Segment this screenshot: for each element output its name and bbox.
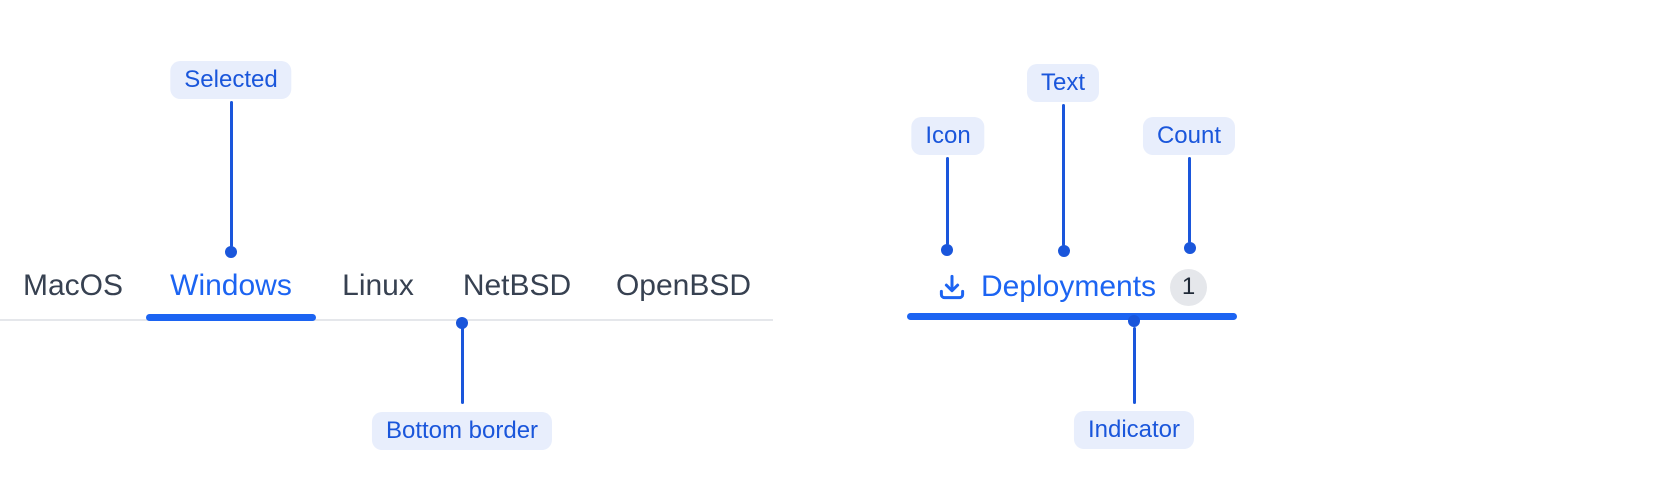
tab-openbsd[interactable]: OpenBSD: [615, 269, 752, 302]
annotation-indicator-label: Indicator: [1073, 411, 1195, 449]
annotation-text-label: Text: [1026, 64, 1100, 102]
annotation-indicator-dot: [1128, 315, 1140, 327]
annotation-icon-dot: [941, 244, 953, 256]
annotation-selected-label: Selected: [170, 61, 292, 99]
annotation-selected-leader-line: [230, 101, 233, 247]
tab-deployments[interactable]: Deployments 1: [907, 253, 1237, 321]
tab-linux[interactable]: Linux: [342, 269, 414, 302]
tab-windows[interactable]: Windows: [146, 253, 316, 321]
annotation-count-label: Count: [1142, 117, 1236, 155]
download-icon: [939, 274, 965, 300]
tab-macos[interactable]: MacOS: [22, 269, 124, 302]
tab-bar: MacOS Windows Linux NetBSD OpenBSD: [0, 253, 773, 321]
annotation-bottom-border-leader-line: [461, 327, 464, 404]
annotation-selected-dot: [225, 246, 237, 258]
annotation-icon-label: Icon: [911, 117, 985, 155]
annotation-bottom-border-label: Bottom border: [371, 412, 553, 450]
annotation-bottom-border-dot: [456, 317, 468, 329]
annotation-text-leader-line: [1062, 104, 1065, 246]
annotation-indicator-leader-line: [1133, 327, 1136, 404]
annotation-count-dot: [1184, 242, 1196, 254]
annotation-text-dot: [1058, 245, 1070, 257]
annotation-icon-leader-line: [946, 157, 949, 245]
tab-netbsd[interactable]: NetBSD: [462, 269, 572, 302]
tab-deployments-label: Deployments: [980, 270, 1157, 303]
tab-indicator-bar: [907, 313, 1237, 320]
count-badge: 1: [1170, 268, 1208, 306]
annotation-count-leader-line: [1188, 157, 1191, 243]
